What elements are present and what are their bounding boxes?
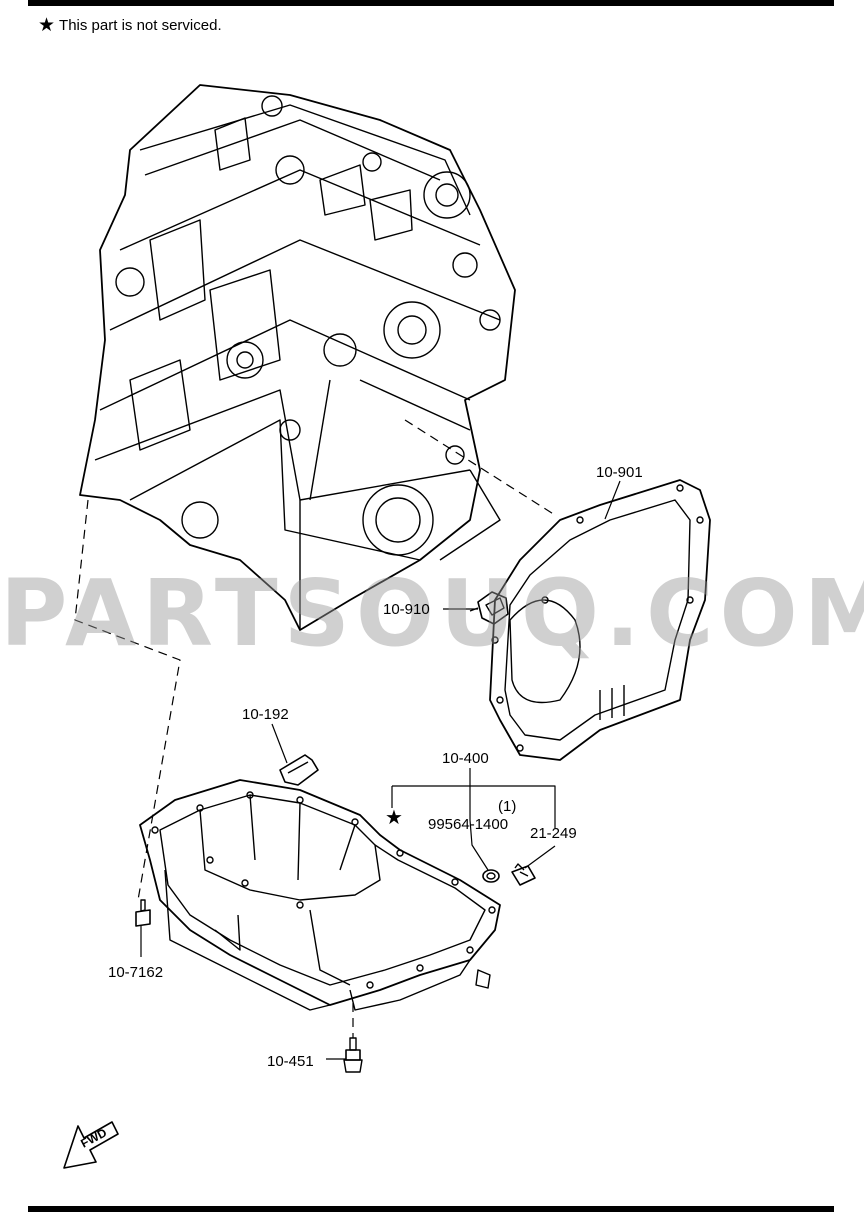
leader-lines bbox=[140, 480, 621, 1060]
engine-assembly-illustration bbox=[79, 84, 516, 631]
pan-bolt-illustration bbox=[135, 899, 151, 927]
not-serviced-star-icon: ★ bbox=[385, 807, 403, 829]
drain-plug-illustration bbox=[511, 863, 536, 886]
service-note-text: This part is not serviced. bbox=[59, 17, 222, 34]
quantity-label: (1) bbox=[498, 798, 517, 815]
top-rule bbox=[28, 0, 834, 6]
callout-10-910[interactable]: 10-910 bbox=[383, 601, 430, 618]
callout-21-249[interactable]: 21-249 bbox=[530, 825, 577, 842]
level-sensor-illustration bbox=[343, 1037, 363, 1073]
callout-10-400[interactable]: 10-400 bbox=[442, 750, 489, 767]
callout-10-192[interactable]: 10-192 bbox=[242, 706, 289, 723]
callout-10-7162[interactable]: 10-7162 bbox=[108, 964, 164, 981]
star-icon: ★ bbox=[38, 15, 56, 36]
sensor-illustration bbox=[469, 591, 509, 625]
alignment-lines bbox=[74, 419, 556, 1038]
bottom-rule bbox=[28, 1206, 834, 1212]
fwd-arrow-icon bbox=[63, 1121, 119, 1169]
service-note: ★ This part is not serviced. bbox=[38, 16, 222, 35]
callout-99564-1400[interactable]: 99564-1400 bbox=[428, 816, 509, 833]
dipstick-tube-illustration bbox=[279, 754, 319, 786]
callout-10-451[interactable]: 10-451 bbox=[267, 1053, 314, 1070]
washer-illustration bbox=[482, 869, 500, 883]
gasket-illustration bbox=[489, 479, 711, 761]
callout-10-901[interactable]: 10-901 bbox=[596, 464, 643, 481]
oil-pan-illustration bbox=[139, 779, 501, 1011]
